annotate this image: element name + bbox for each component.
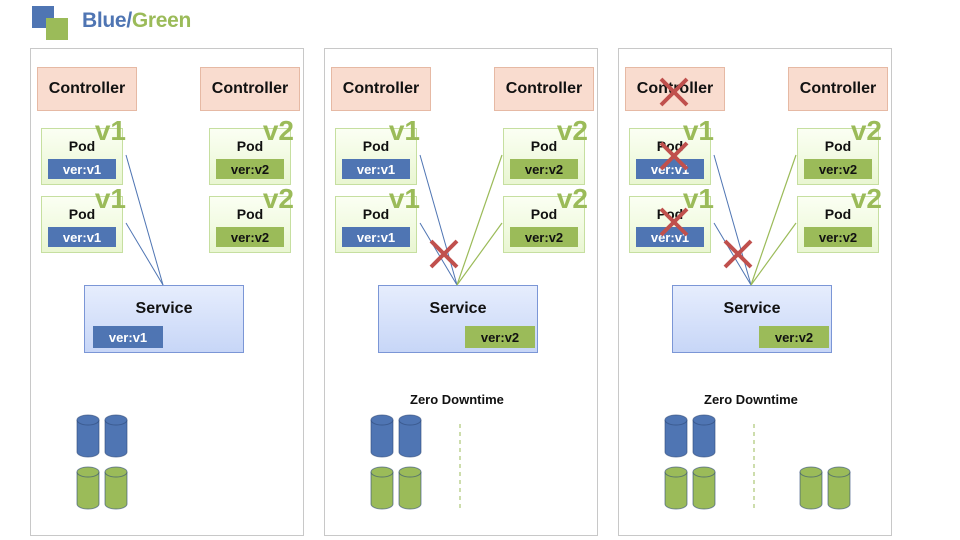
database-icon [692, 466, 716, 510]
database-icon [104, 414, 128, 458]
cross-icon [429, 239, 459, 269]
service-box: Service ver:v1 [84, 285, 244, 353]
controller-v1: Controller [37, 67, 137, 111]
database-icon [664, 414, 688, 458]
pod-v2-b: Pod ver:v2 v2 [503, 183, 588, 253]
database-icon [398, 414, 422, 458]
cross-icon [659, 77, 689, 107]
database-icon [799, 466, 823, 510]
service-version-badge: ver:v2 [465, 326, 535, 348]
controller-v2: Controller [200, 67, 300, 111]
pod-v2-a: Pod ver:v2 v2 [797, 115, 882, 185]
controller-v2: Controller [788, 67, 888, 111]
blue-green-logo [32, 6, 72, 42]
database-icon [827, 466, 851, 510]
zero-downtime-label: Zero Downtime [704, 392, 798, 407]
database-icon [76, 414, 100, 458]
green-square-icon [46, 18, 68, 40]
pod-v1-a: Pod ver:v1 v1 [335, 115, 420, 185]
cross-icon [659, 207, 689, 237]
cross-icon [659, 141, 689, 171]
pod-v2-a: Pod ver:v2 v2 [503, 115, 588, 185]
pod-v1-a: Pod ver:v1 v1 [41, 115, 126, 185]
page-title: Blue/Green [82, 9, 192, 32]
database-icon [664, 466, 688, 510]
database-icon [370, 466, 394, 510]
database-icon [76, 466, 100, 510]
service-version-badge: ver:v1 [93, 326, 163, 348]
pod-v1-a: Pod ver:v1 v1 [629, 115, 714, 185]
controller-v2: Controller [494, 67, 594, 111]
service-version-badge: ver:v2 [759, 326, 829, 348]
service-box: Service ver:v2 [378, 285, 538, 353]
database-icon [398, 466, 422, 510]
cross-icon [723, 239, 753, 269]
pod-v2-a: Pod ver:v2 v2 [209, 115, 294, 185]
controller-v1: Controller [331, 67, 431, 111]
database-icon [104, 466, 128, 510]
pod-v1-b: Pod ver:v1 v1 [335, 183, 420, 253]
pod-v2-b: Pod ver:v2 v2 [209, 183, 294, 253]
pod-v1-b: Pod ver:v1 v1 [41, 183, 126, 253]
pod-v2-b: Pod ver:v2 v2 [797, 183, 882, 253]
database-icon [370, 414, 394, 458]
zero-downtime-label: Zero Downtime [410, 392, 504, 407]
database-icon [692, 414, 716, 458]
service-box: Service ver:v2 [672, 285, 832, 353]
